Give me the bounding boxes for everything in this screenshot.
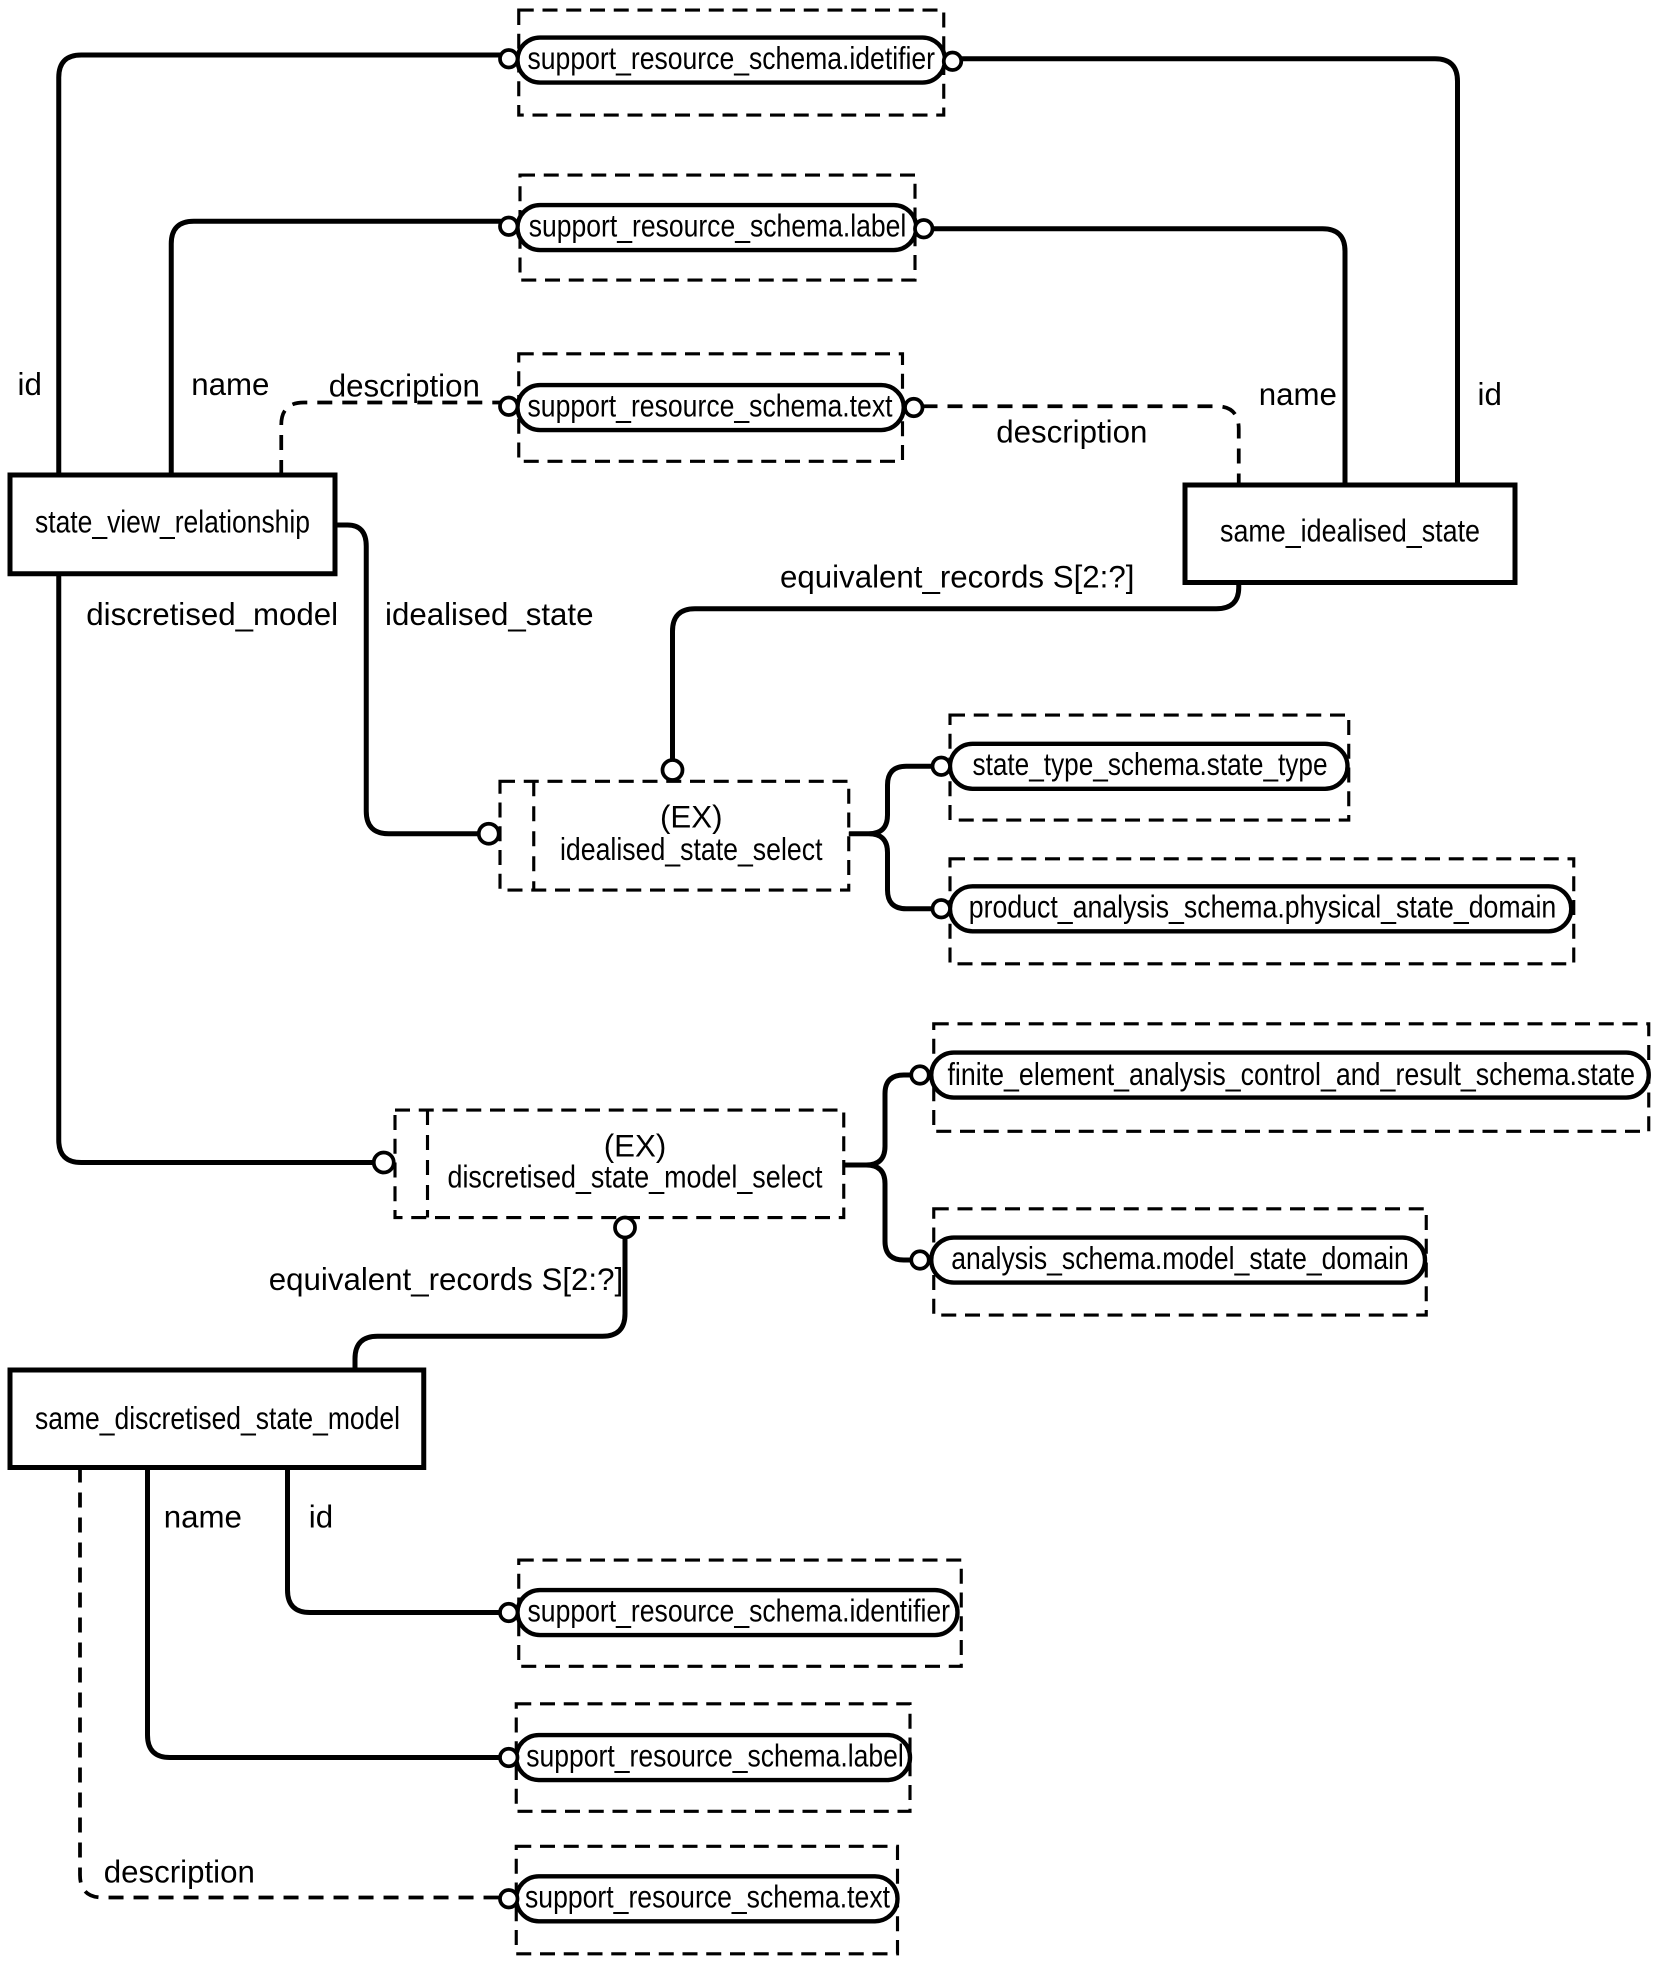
svg-text:same_idealised_state: same_idealised_state [1220,513,1480,548]
select-discretised-state-model-select[interactable]: (EX) discretised_state_model_select [393,1108,846,1220]
entity-same-idealised-state[interactable]: same_idealised_state [1182,482,1518,585]
relationship-circle [498,1888,520,1910]
relationship-circle [909,1249,931,1271]
ref-top-label[interactable]: support_resource_schema.label [515,173,919,282]
svg-text:support_resource_schema.label: support_resource_schema.label [526,1738,904,1773]
relationship-circle [613,1215,637,1240]
ref-bottom-label[interactable]: support_resource_schema.label [514,1702,913,1813]
svg-text:support_resource_schema.identi: support_resource_schema.identifier [528,1593,951,1628]
label-svr-discretised-model: discretised_model [86,597,338,632]
sdsm-equivalent-records-line [352,1235,628,1373]
svr-discretised-model-line [56,572,375,1165]
ref-state-type[interactable]: state_type_schema.state_type [947,713,1351,822]
svg-text:idealised_state_select: idealised_state_select [560,832,823,867]
relationship-circle [660,758,685,782]
relationship-circle [498,395,520,417]
svg-text:(EX): (EX) [660,800,723,835]
sdsm-description-line [78,1467,500,1900]
svg-text:(EX): (EX) [604,1128,667,1163]
svg-text:discretised_state_model_select: discretised_state_model_select [448,1160,823,1195]
relationship-circle [909,1064,931,1086]
svg-text:support_resource_schema.text: support_resource_schema.text [525,1880,890,1915]
ref-bottom-identifier[interactable]: support_resource_schema.identifier [515,1558,963,1668]
entity-state-view-relationship[interactable]: state_view_relationship [7,472,338,577]
sdsm-name-line [145,1465,503,1760]
ref-model-state-domain[interactable]: analysis_schema.model_state_domain [929,1207,1428,1317]
entity-same-discretised-state-model[interactable]: same_discretised_state_model [7,1367,427,1470]
svr-name-line [168,218,503,478]
svr-id-line [56,52,503,478]
ref-physical-state-domain[interactable]: product_analysis_schema.physical_state_d… [947,857,1576,966]
label-sdsm-equivalent-records: equivalent_records S[2:?] [269,1262,623,1297]
sis-description-line [922,404,1241,485]
ref-top-text[interactable]: support_resource_schema.text [515,352,906,463]
sdsm-id-line [285,1465,503,1615]
relationship-circle [913,218,935,240]
label-sdsm-name: name [164,1500,242,1535]
svg-text:finite_element_analysis_contro: finite_element_analysis_control_and_resu… [948,1057,1636,1092]
label-sdsm-id: id [309,1500,333,1535]
svg-text:state_view_relationship: state_view_relationship [35,505,310,540]
relationship-circle [498,1746,520,1769]
svr-idealised-state-line [332,522,480,837]
relationship-circle [498,215,520,237]
svg-text:support_resource_schema.text: support_resource_schema.text [528,388,893,423]
discretised-select-fanout [842,1072,913,1263]
label-sdsm-description: description [104,1855,255,1890]
relationship-circle [498,48,520,70]
ref-fea-state[interactable]: finite_element_analysis_control_and_resu… [929,1022,1651,1133]
sis-equivalent-records-line [670,580,1242,763]
svr-description-line [279,400,500,475]
label-sis-description: description [996,415,1147,450]
idealised-select-fanout [847,763,934,912]
relationship-circle [930,755,952,777]
relationship-circle [371,1150,396,1175]
label-svr-description: description [329,368,480,403]
relationship-circle [498,1601,520,1624]
label-svr-name: name [191,367,269,402]
sis-id-line [958,56,1460,488]
ref-bottom-text[interactable]: support_resource_schema.text [514,1844,900,1956]
label-sis-equivalent-records: equivalent_records S[2:?] [780,560,1134,595]
label-sis-id: id [1478,377,1502,412]
svg-text:analysis_schema.model_state_do: analysis_schema.model_state_domain [951,1241,1409,1276]
label-svr-idealised-state: idealised_state [385,597,593,632]
label-svr-id: id [18,367,42,402]
relationship-circle [476,821,501,846]
sis-name-line [930,226,1348,488]
svg-text:same_discretised_state_model: same_discretised_state_model [35,1401,400,1436]
svg-text:support_resource_schema.idetif: support_resource_schema.idetifier [528,41,936,76]
svg-text:product_analysis_schema.physic: product_analysis_schema.physical_state_d… [969,890,1557,925]
relationship-circle [941,50,964,72]
relationship-circle [930,898,952,920]
svg-text:state_type_schema.state_type: state_type_schema.state_type [973,747,1328,782]
select-idealised-state-select[interactable]: (EX) idealised_state_select [498,779,851,892]
ref-top-idetifier[interactable]: support_resource_schema.idetifier [515,8,948,117]
svg-text:support_resource_schema.label: support_resource_schema.label [529,208,907,243]
label-sis-name: name [1259,377,1337,412]
relationship-circle [903,396,925,419]
